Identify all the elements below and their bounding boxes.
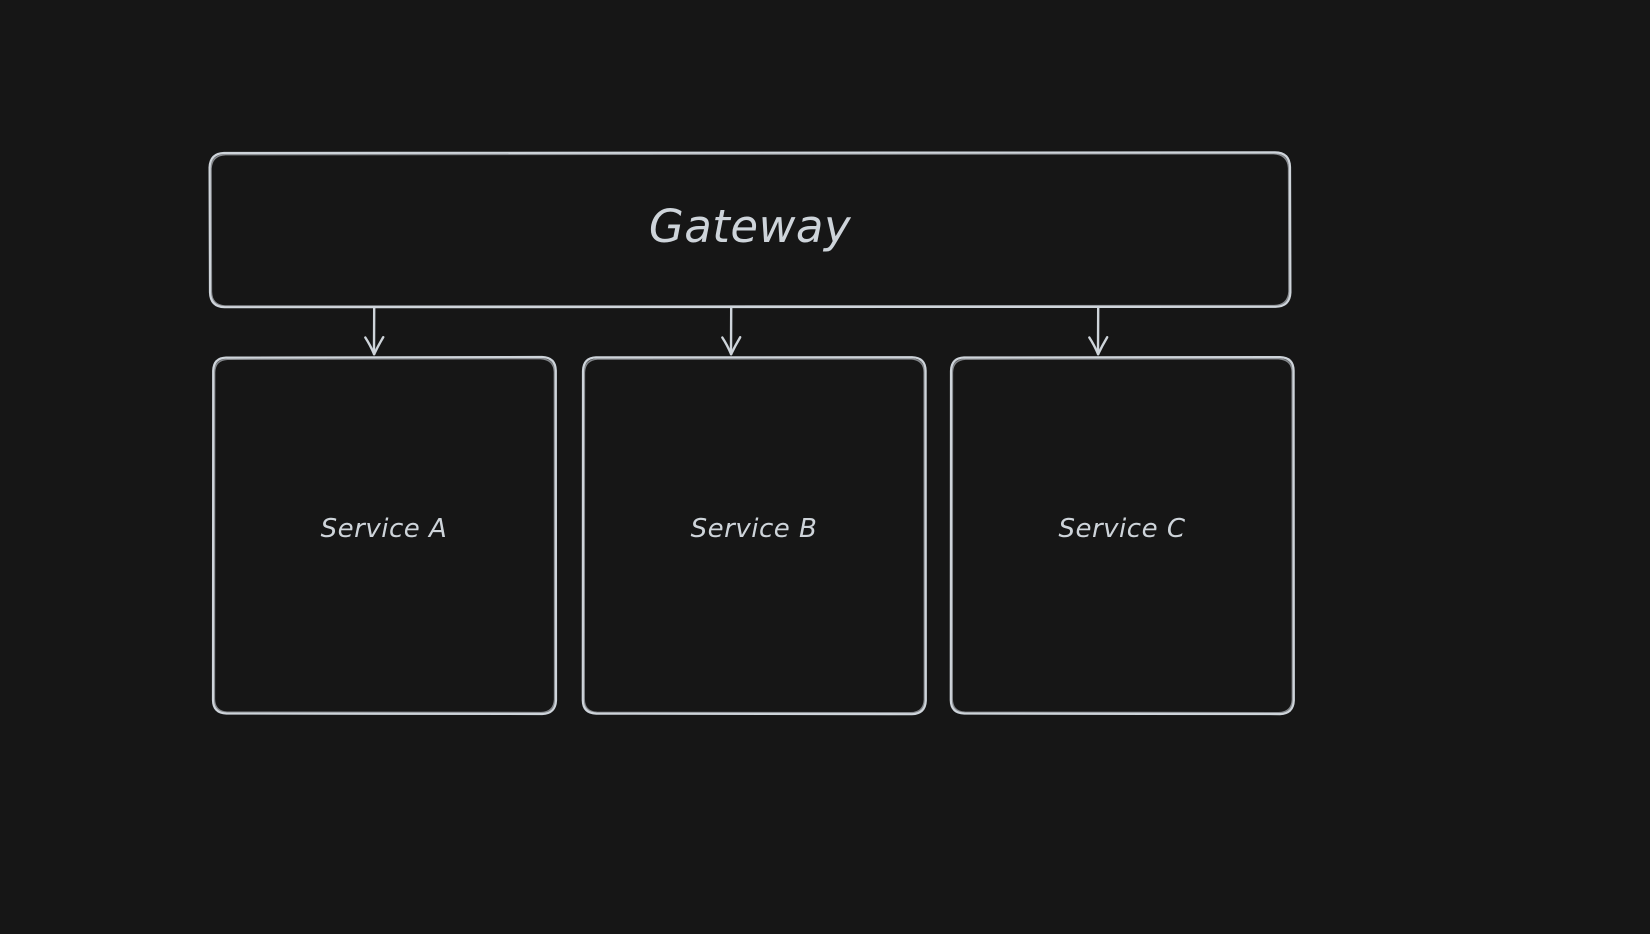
service-b-node[interactable] xyxy=(583,357,925,714)
service-b-box-outline[interactable] xyxy=(581,356,927,716)
service-c-box-outline[interactable] xyxy=(949,356,1295,716)
service-a-node[interactable] xyxy=(213,357,555,714)
edge-gateway-service-b[interactable] xyxy=(721,306,742,356)
gateway-box-outline[interactable] xyxy=(208,151,1292,309)
edge-gateway-service-a[interactable] xyxy=(364,306,385,356)
edge-gateway-service-c[interactable] xyxy=(1088,306,1109,356)
service-c-node[interactable] xyxy=(951,357,1293,714)
service-a-box-outline[interactable] xyxy=(211,355,558,716)
gateway-node[interactable] xyxy=(210,152,1290,307)
